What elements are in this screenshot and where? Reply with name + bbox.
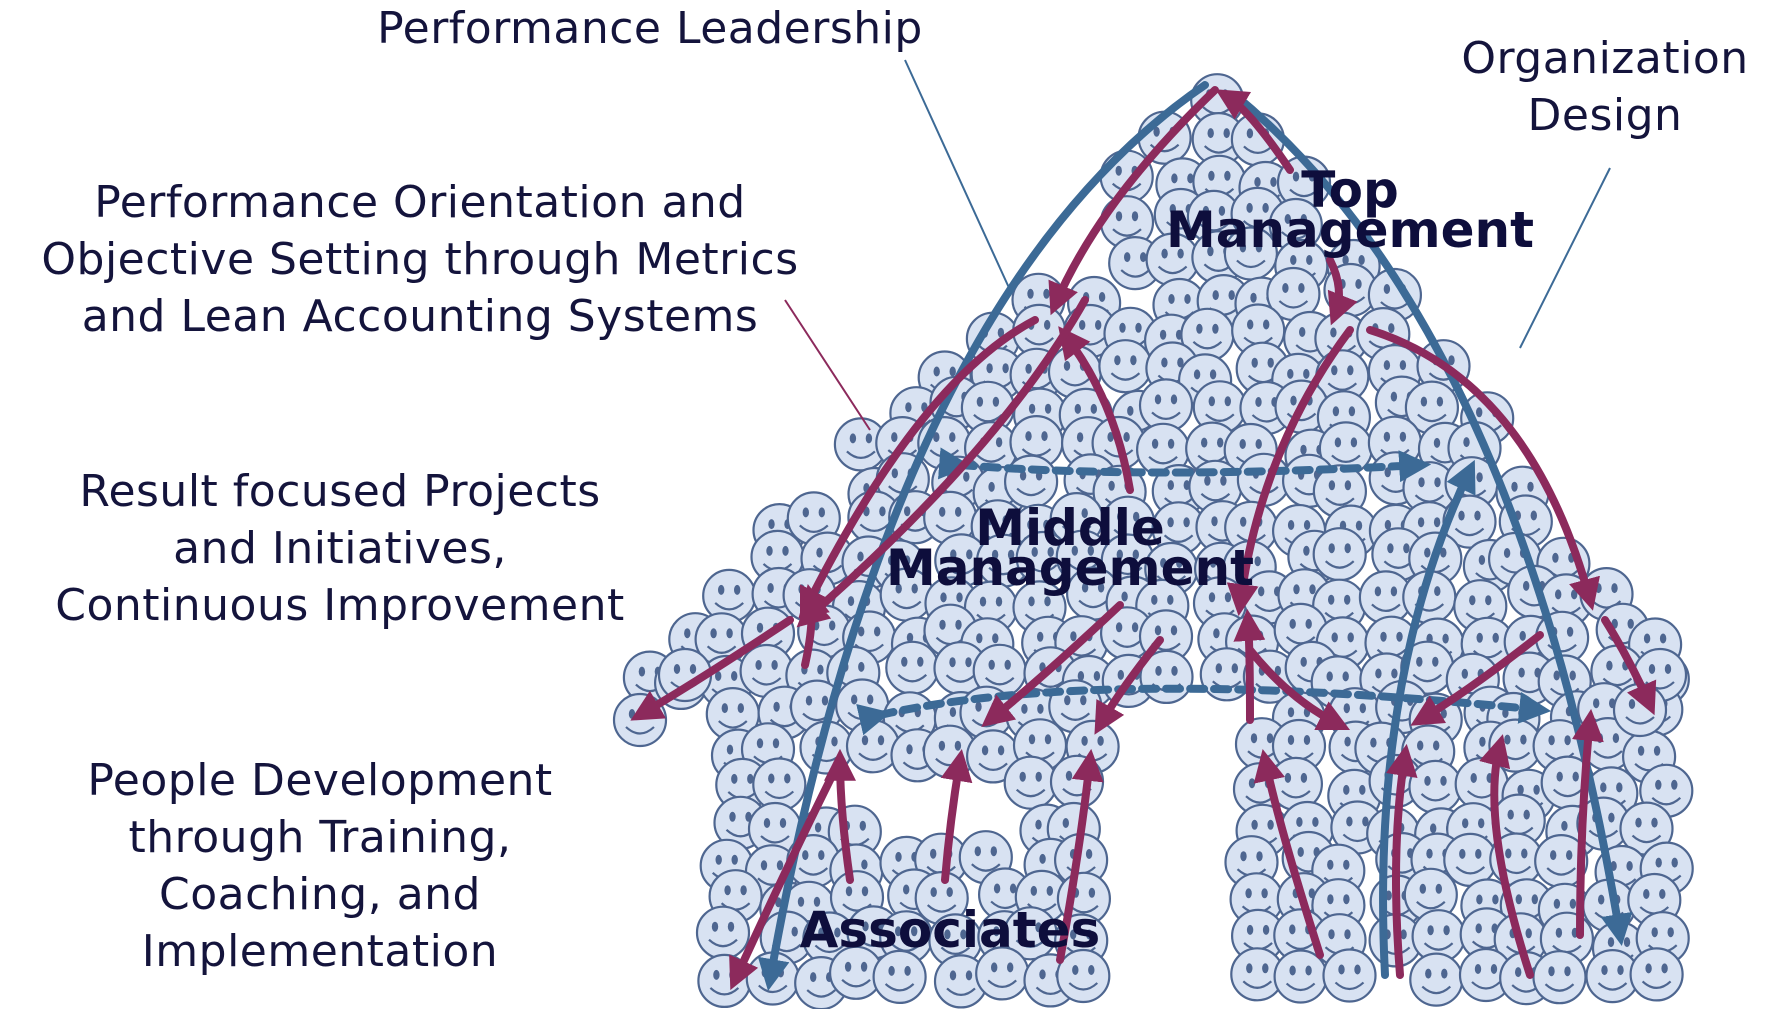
magenta-arrow-door-left: [1253, 749, 1324, 959]
smiley-face-icon: [1049, 754, 1105, 809]
org-design-line-1: Organization: [1461, 33, 1749, 84]
result-line-1: Result focused Projects: [79, 466, 601, 517]
perf-orient-line-1: Performance Orientation and: [94, 177, 746, 228]
label-performance-orientation: Performance Orientation and Objective Se…: [5, 174, 835, 345]
smiley-face-icon: [695, 905, 751, 960]
zone-middle-line-2: Management: [885, 539, 1255, 597]
zone-label-associates: Associates: [770, 901, 1130, 959]
smiley-face-icon: [1322, 948, 1377, 1003]
leader-line-organization-design: [1519, 167, 1611, 349]
magenta-arrow-center-down: [981, 601, 1124, 727]
people-dev-line-3: Coaching, and: [159, 869, 481, 920]
blue-dashed-arrow-middle: [938, 447, 1432, 483]
zone-label-middle-management: Middle Management: [860, 499, 1280, 597]
perf-orient-line-2: Objective Setting through Metrics: [41, 234, 799, 285]
smiley-face-icon: [1532, 950, 1587, 1005]
smiley-face-icon: [1408, 759, 1463, 815]
magenta-arrow-apex-left: [1048, 86, 1219, 316]
magenta-arrow-right-eave-down: [1601, 616, 1657, 716]
zone-top-line-1: Top: [1301, 161, 1399, 219]
smiley-face-icon: [1098, 339, 1153, 394]
org-design-line-2: Design: [1527, 90, 1683, 141]
people-dev-line-1: People Development: [87, 755, 553, 806]
magenta-arrow-right-down-1: [1246, 646, 1351, 731]
smiley-face-icon: [845, 719, 901, 774]
people-dev-line-4: Implementation: [141, 926, 499, 977]
magenta-arrow-left-eave: [630, 616, 794, 721]
label-organization-design: Organization Design: [1440, 30, 1770, 144]
zone-label-top-management: Top Management: [1140, 161, 1560, 259]
smiley-face-icon: [1003, 755, 1058, 810]
magenta-arrow-left-wall-down: [729, 756, 844, 991]
magenta-arrow-left-wall-up: [824, 748, 857, 884]
magenta-arrow-left-down: [796, 296, 1089, 628]
smiley-face-icon: [885, 640, 940, 695]
magenta-arrow-right-eave: [1366, 326, 1600, 611]
smiley-face-icon: [1312, 527, 1367, 582]
label-performance-leadership: Performance Leadership: [377, 3, 923, 54]
magenta-arrow-associates-up-1: [940, 748, 973, 884]
blue-arrow-left: [757, 81, 1209, 992]
magenta-arrow-associates-up-2: [1056, 748, 1104, 964]
magenta-arrow-right-down-2: [1410, 631, 1544, 726]
flow-arrows: [630, 81, 1657, 992]
magenta-arrow-door-right: [1385, 743, 1418, 979]
magenta-arrow-apex-right: [1215, 89, 1294, 174]
magenta-arrow-top-down: [1326, 256, 1358, 326]
magenta-arrow-left-eave-up: [798, 584, 830, 669]
leader-line-performance-orientation: [784, 299, 871, 431]
magenta-arrow-right-wall: [1479, 734, 1534, 979]
zone-top-line-2: Management: [1165, 201, 1535, 259]
smiley-face-icon: [1629, 947, 1684, 1002]
magenta-arrow-door-up: [1233, 608, 1266, 724]
leader-line-performance-leadership: [904, 59, 1011, 291]
result-line-2: and Initiatives,: [173, 523, 507, 574]
smiley-face-icon: [1409, 952, 1464, 1007]
magenta-arrow-center-down-2: [1094, 636, 1164, 735]
magenta-arrow-middle-up: [1058, 326, 1134, 494]
people-dev-line-2: through Training,: [128, 812, 512, 863]
result-line-3: Continuous Improvement: [55, 580, 625, 631]
label-people-development: People Development through Training, Coa…: [40, 752, 600, 980]
perf-orient-line-3: and Lean Accounting Systems: [81, 291, 759, 342]
magenta-arrow-right-up: [1572, 708, 1604, 939]
magenta-arrow-roof-left: [799, 316, 1039, 621]
magenta-arrow-middle-right-down: [1226, 326, 1354, 617]
zone-associates-line: Associates: [799, 901, 1101, 959]
zone-middle-line-1: Middle: [975, 499, 1165, 557]
label-result-focused: Result focused Projects and Initiatives,…: [20, 463, 660, 634]
